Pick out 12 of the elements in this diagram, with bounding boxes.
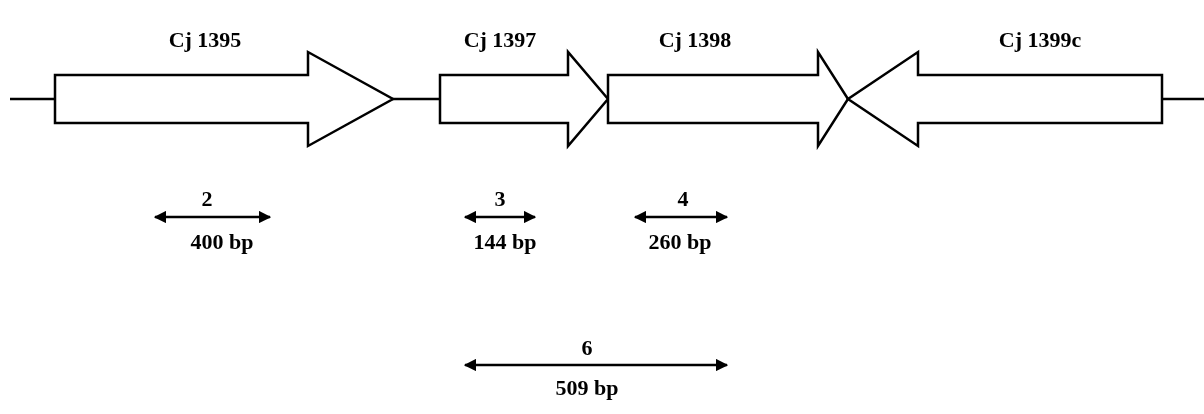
amplicon-size: 144 bp (473, 229, 537, 255)
gene-name: Cj 1395 (168, 27, 242, 53)
gene-name: Cj 1397 (463, 27, 537, 53)
amplicon-size: 400 bp (190, 229, 254, 255)
amplicon-number: 6 (581, 335, 593, 361)
amplicon-size: 260 bp (648, 229, 712, 255)
gene-name: Cj 1399c (998, 27, 1082, 53)
amplicon-number: 4 (677, 186, 689, 212)
amplicon-size: 509 bp (555, 375, 619, 401)
amplicon-number: 3 (494, 186, 506, 212)
gene-name: Cj 1398 (658, 27, 732, 53)
amplicon-number: 2 (201, 186, 213, 212)
